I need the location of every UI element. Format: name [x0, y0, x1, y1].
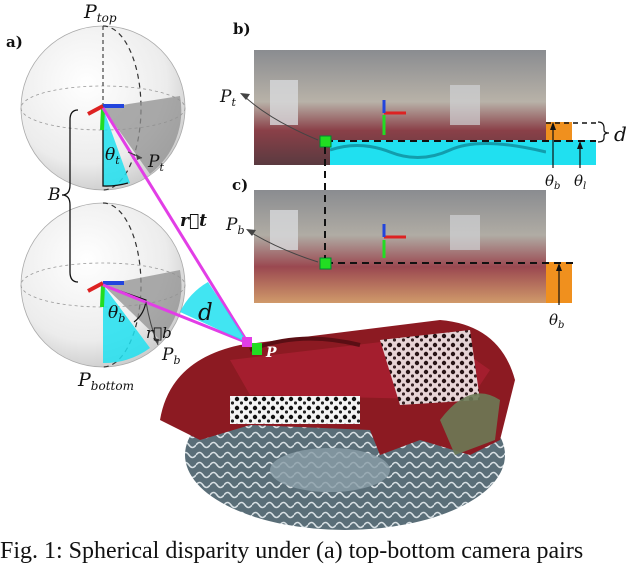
pt-pano-arrowhead [240, 93, 250, 100]
point-p-marker [242, 337, 252, 347]
point-p-green [252, 343, 262, 355]
theta-b-axis-label-2: θb [549, 311, 564, 331]
disparity-right-label: d [614, 122, 627, 146]
p-bottom-label: Pbottom [77, 369, 134, 393]
pano-bottom-point [319, 257, 332, 270]
p-top-label: Ptop [83, 1, 117, 25]
disparity-brace [597, 121, 610, 143]
point-p-label: P [265, 345, 277, 361]
pt-pano-arrow [243, 95, 319, 141]
panorama-bottom [254, 190, 572, 303]
panel-label-c: c) [232, 176, 248, 194]
pb-pano-arrowhead [246, 229, 256, 236]
top-camera-x-axis [87, 104, 104, 116]
panel-label-a: a) [6, 33, 23, 51]
figure-caption: Fig. 1: Spherical disparity under (a) to… [0, 538, 584, 564]
vector-rb-label: r⃗b [146, 324, 172, 342]
baseline-brace [61, 109, 79, 283]
p-t-label: Pt [147, 152, 164, 174]
panorama-top [254, 50, 596, 165]
pano-top-point [319, 135, 332, 148]
theta-t-label: θt [105, 145, 120, 167]
point-cloud-scene [160, 320, 515, 530]
ray-top [101, 107, 250, 344]
theta-b-axis-label-1: θb [545, 172, 560, 192]
bottom-camera-y-axis [100, 284, 105, 308]
pt-arrowhead [136, 154, 142, 160]
theta-b-marker-top-head [550, 122, 556, 130]
top-camera-y-axis [100, 107, 105, 131]
p-b-label: Pb [161, 345, 181, 367]
p-b-pano-label: Pb [225, 215, 245, 237]
disparity-angle [180, 282, 248, 343]
vector-rt-label: r⃗t [180, 211, 207, 231]
panel-label-b: b) [233, 20, 251, 38]
theta-l-marker-head [577, 141, 583, 149]
ray-bottom [102, 283, 249, 345]
pb-pano-arrow [249, 231, 319, 263]
p-t-pano-label: Pt [219, 87, 236, 109]
theta-l-axis-label: θl [574, 172, 586, 192]
bottom-camera-x-axis [87, 281, 104, 293]
theta-b-marker-bottom-head [556, 263, 562, 271]
baseline-label: B [47, 185, 61, 205]
disparity-label: d [198, 300, 213, 326]
pb-arrowhead [153, 338, 159, 345]
theta-b-label: θb [108, 303, 125, 325]
